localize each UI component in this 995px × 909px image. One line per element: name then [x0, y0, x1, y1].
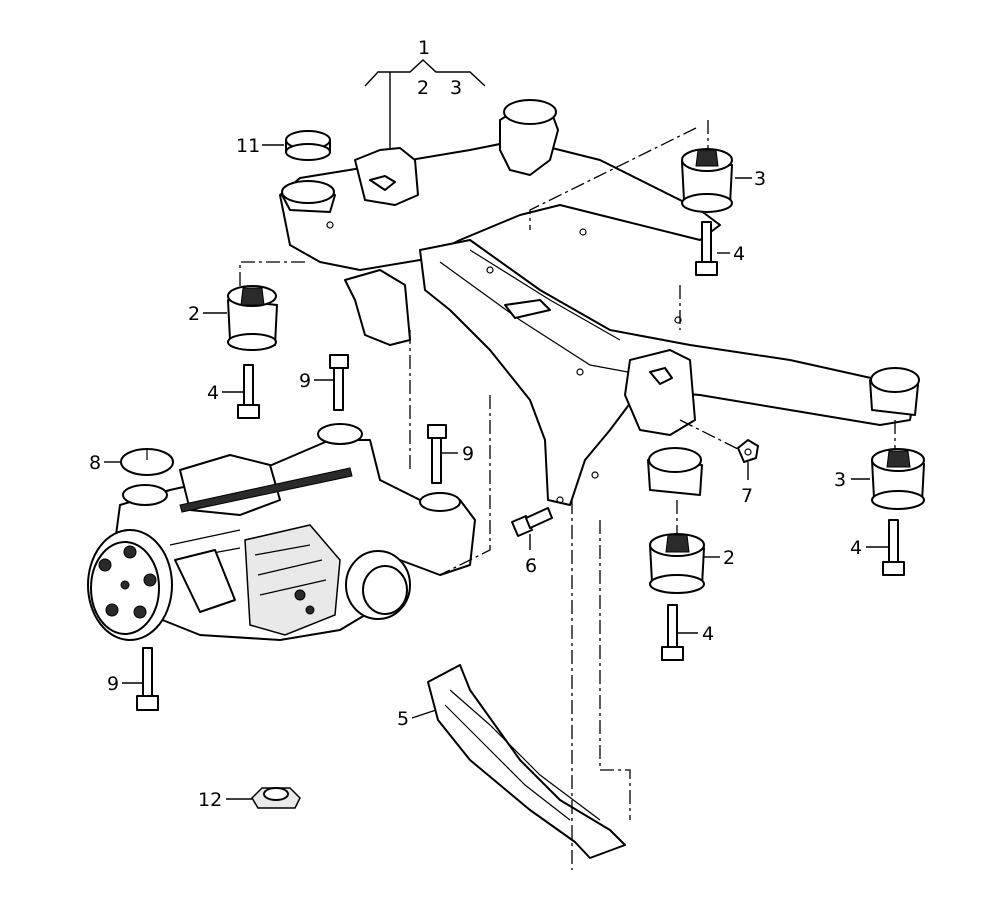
callout-4-rear: 4: [702, 623, 714, 645]
cap-12: [251, 787, 301, 809]
cap-8: [120, 448, 174, 476]
bolt-4-left: [237, 364, 260, 419]
assembly-lines: [239, 120, 896, 870]
callout-8: 8: [89, 452, 101, 474]
washer-11: [285, 130, 331, 161]
callout-4-top: 4: [733, 243, 745, 265]
bolt-4-top-right: [695, 221, 718, 276]
callout-6: 6: [525, 555, 537, 577]
callout-1: 1: [418, 37, 430, 59]
cover-5: [427, 664, 626, 859]
bolt-9-upper: [329, 354, 349, 411]
final-drive-assembly: [87, 423, 476, 641]
bolt-6: [511, 507, 553, 537]
bolt-9-middle: [427, 424, 447, 484]
bolt-4-right: [882, 519, 905, 576]
callout-3-right: 3: [834, 469, 846, 491]
callout-3-top: 3: [754, 168, 766, 190]
callout-labels: 1 2 3 11 3 4 2 4 9 8 9 7 3 6 2 4 4 9 5 1…: [89, 37, 862, 811]
bolt-4-rear: [661, 604, 684, 661]
nut-7: [737, 439, 759, 463]
callout-12: 12: [198, 789, 222, 811]
callout-1-sub-3: 3: [450, 77, 462, 99]
bush-top-right: [681, 148, 733, 213]
callout-1-bracket: [364, 59, 486, 148]
callout-11: 11: [236, 135, 260, 157]
callout-9-middle: 9: [462, 443, 474, 465]
bush-right: [871, 448, 925, 510]
bolt-9-lower: [136, 647, 159, 711]
subframe-crossmember: [279, 99, 920, 506]
callout-9-upper: 9: [299, 370, 311, 392]
leader-lines: [104, 144, 888, 800]
callout-2-rear: 2: [723, 547, 735, 569]
callout-4-left: 4: [207, 382, 219, 404]
callout-9-lower: 9: [107, 673, 119, 695]
bush-left: [227, 285, 278, 351]
callout-7: 7: [741, 485, 753, 507]
callout-2-left: 2: [188, 303, 200, 325]
callout-4-right: 4: [850, 537, 862, 559]
callout-5: 5: [397, 708, 409, 730]
callout-1-sub-2: 2: [417, 77, 429, 99]
bush-rear: [649, 533, 705, 594]
